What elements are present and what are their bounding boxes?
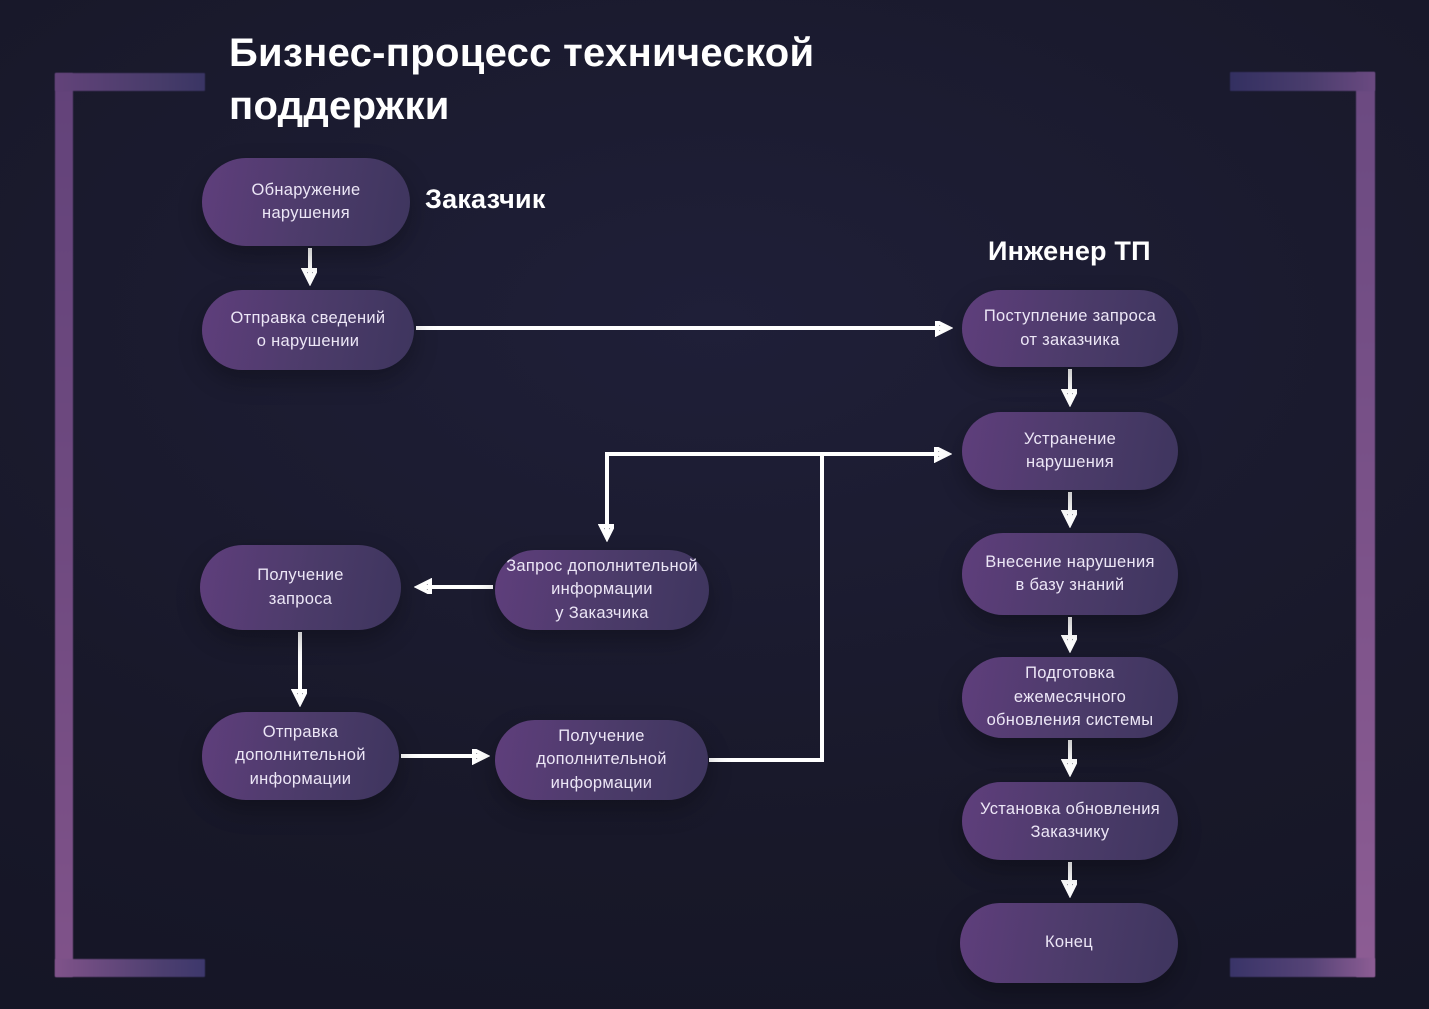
arrow-get-additional-return-to-fix	[709, 454, 947, 762]
node-end: Конец	[960, 903, 1178, 983]
node-send-violation-info: Отправка сведений о нарушении	[202, 290, 414, 370]
lane-label-engineer: Инженер ТП	[988, 236, 1151, 266]
node-send-additional-info: Отправка дополнительной информации	[202, 712, 399, 800]
right-bracket-top-arm	[1230, 72, 1375, 91]
left-bracket-vertical-bar	[55, 73, 73, 977]
node-get-additional-info: Получение дополнительной информации	[495, 720, 708, 800]
page-title: Бизнес-процесс технической поддержки	[229, 31, 815, 128]
right-bracket-vertical-bar	[1356, 72, 1375, 977]
node-request-additional-info: Запрос дополнительной информации у Заказ…	[495, 550, 709, 630]
node-prepare-monthly-update: Подготовка ежемесячного обновления систе…	[962, 657, 1178, 738]
node-fix-violation: Устранение нарушения	[962, 412, 1178, 490]
left-corner-bracket	[55, 73, 205, 977]
arrow-fix-branch-to-request-additional	[607, 452, 948, 537]
left-bracket-bottom-arm	[55, 959, 205, 977]
node-detect-violation: Обнаружение нарушения	[202, 158, 410, 246]
right-bracket-bottom-arm	[1230, 958, 1375, 977]
left-bracket-top-arm	[55, 73, 205, 91]
right-corner-bracket	[1230, 72, 1375, 977]
node-install-update: Установка обновления Заказчику	[962, 782, 1178, 860]
node-receive-request: Получение запроса	[200, 545, 401, 630]
node-add-to-knowledge-base: Внесение нарушения в базу знаний	[962, 533, 1178, 615]
node-incoming-request: Поступление запроса от заказчика	[962, 290, 1178, 367]
lane-label-customer: Заказчик	[425, 184, 546, 214]
